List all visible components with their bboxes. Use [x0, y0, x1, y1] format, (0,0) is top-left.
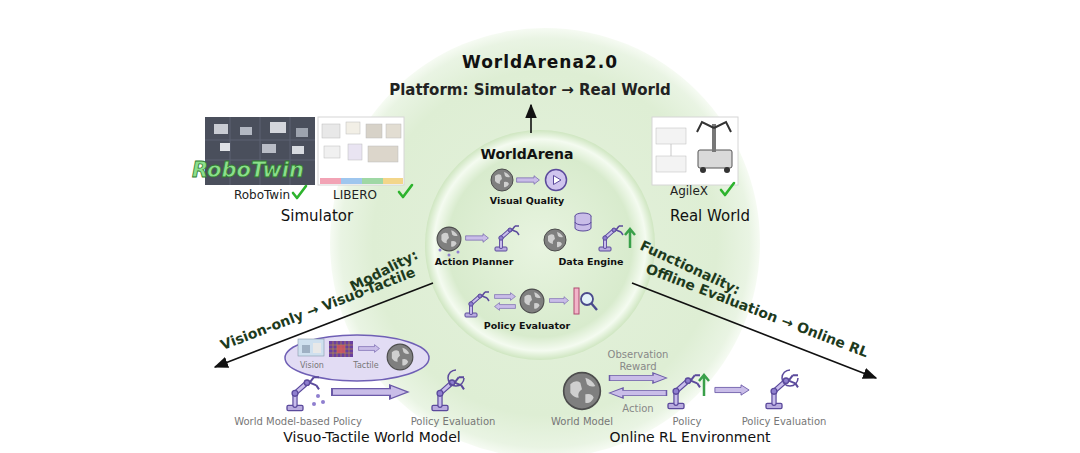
group-caption: Visuo-Tactile World Model: [283, 430, 460, 445]
group-caption: Simulator: [281, 208, 353, 225]
simulator-name: RoboTwin: [234, 189, 290, 202]
circle-title: WorldArena2.0: [462, 53, 618, 72]
function-label: Action Planner: [435, 257, 514, 267]
online-rl-icon: [564, 370, 798, 409]
icon-caption: World Model: [551, 416, 613, 427]
function-label: Visual Quality: [490, 196, 564, 206]
vision-tactile-icon: [298, 339, 413, 370]
image-logo: RoboTwin: [192, 159, 304, 182]
signal-label: Reward: [619, 361, 656, 372]
icon-caption: Policy: [673, 416, 702, 427]
modality-ellipse: Vision + Tactile: [284, 334, 430, 382]
axis-label: Offline Evaluation → Online RL: [644, 261, 871, 360]
robot-name: AgileX: [670, 185, 708, 198]
action-planner-icon: [437, 226, 519, 257]
libero-image: [318, 117, 404, 185]
modality-arrow: [215, 283, 433, 367]
visual-quality-icon: [491, 169, 567, 191]
function-label: Data Engine: [558, 257, 623, 267]
functionality-arrow: [632, 283, 876, 378]
world-model-policy-icon: [287, 370, 464, 411]
platform-arrow: [531, 105, 532, 133]
icon-caption: Policy Evaluation: [742, 416, 827, 427]
agilex-image: [652, 117, 738, 185]
group-caption: Real World: [670, 208, 750, 225]
icon-caption: World Model-based Policy: [234, 416, 362, 427]
modality-text: Vision: [300, 362, 324, 371]
core-title: WorldArena: [481, 147, 574, 162]
policy-evaluator-icon: [465, 288, 597, 317]
signal-label: Observation: [608, 349, 669, 360]
modality-text: Tactile: [353, 362, 378, 371]
platform-circle: WorldArena2.0Platform: Simulator → Real …: [330, 28, 760, 453]
function-label: Policy Evaluator: [484, 321, 570, 331]
group-caption: Online RL Environment: [610, 430, 771, 445]
platform-text: Platform: Simulator → Real World: [389, 82, 671, 99]
modality-ellipse-outline: [284, 334, 430, 382]
axis-label: Vision-only → Visuo-Tactile: [218, 265, 417, 354]
signal-label: Action: [622, 403, 653, 414]
plus-sign: +: [335, 341, 347, 356]
icon-caption: Policy Evaluation: [411, 416, 496, 427]
simulator-name: LIBERO: [333, 189, 377, 202]
data-engine-icon: [544, 213, 635, 251]
